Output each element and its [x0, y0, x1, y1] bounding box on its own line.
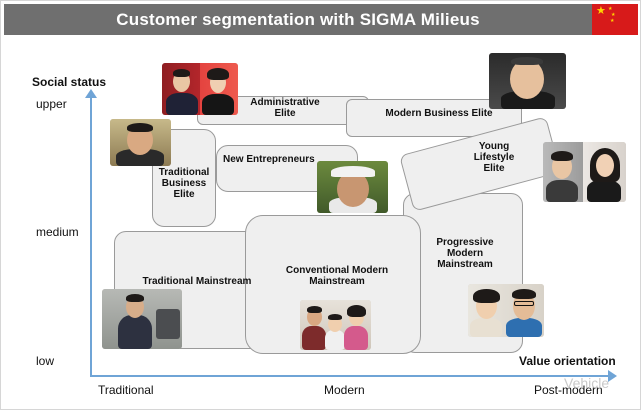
label-modern-business-elite: Modern Business Elite — [385, 108, 493, 119]
photo-traditional-business-elite — [110, 119, 171, 166]
y-axis-title: Social status — [32, 75, 107, 89]
x-level-post-modern: Post-modern — [534, 383, 603, 397]
label-young-lifestyle-elite: Young Lifestyle Elite — [473, 141, 515, 174]
y-level-medium: medium — [36, 225, 79, 239]
label-traditional-mainstream: Traditional Mainstream — [142, 276, 252, 287]
watermark-text: Vehicle — [564, 375, 610, 391]
cap-icon — [331, 166, 375, 177]
photo-modern-business-elite — [489, 53, 566, 109]
photo-young-lifestyle-elite — [543, 142, 626, 202]
x-axis-title: Value orientation — [519, 354, 616, 368]
slide-title: Customer segmentation with SIGMA Milieus — [116, 10, 480, 29]
label-administrative-elite: Administrative Elite — [250, 97, 320, 119]
photo-traditional-mainstream — [102, 289, 182, 349]
label-conventional-modern-mainstream: Conventional Modern Mainstream — [285, 265, 389, 287]
flag-small-star-icon: ★ — [608, 6, 613, 12]
photo-conventional-modern-mainstream — [300, 300, 371, 350]
photo-administrative-elite — [162, 63, 238, 115]
glasses-icon — [514, 301, 534, 306]
flag-small-star-icon: ★ — [611, 12, 616, 18]
y-level-upper: upper — [36, 97, 67, 111]
photo-new-entrepreneurs — [317, 161, 388, 213]
title-bar: Customer segmentation with SIGMA Milieus — [4, 4, 592, 35]
label-traditional-business-elite: Traditional Business Elite — [158, 167, 210, 200]
label-progressive-modern-mainstream: Progressive Modern Mainstream — [436, 237, 494, 270]
photo-progressive-modern-mainstream — [468, 284, 544, 337]
flag-small-star-icon: ★ — [610, 18, 615, 24]
x-axis-line — [90, 375, 610, 377]
y-axis-line — [90, 96, 92, 377]
x-level-traditional: Traditional — [98, 383, 154, 397]
y-level-low: low — [36, 354, 55, 368]
y-axis-arrow-icon — [85, 89, 97, 98]
x-level-modern: Modern — [324, 383, 365, 397]
label-new-entrepreneurs: New Entrepreneurs — [223, 154, 315, 165]
flag-star-icon: ★ — [596, 5, 606, 17]
car-icon — [156, 309, 180, 339]
x-axis-arrow-icon — [608, 370, 617, 382]
china-flag-icon: ★ ★ ★ ★ — [592, 4, 638, 35]
